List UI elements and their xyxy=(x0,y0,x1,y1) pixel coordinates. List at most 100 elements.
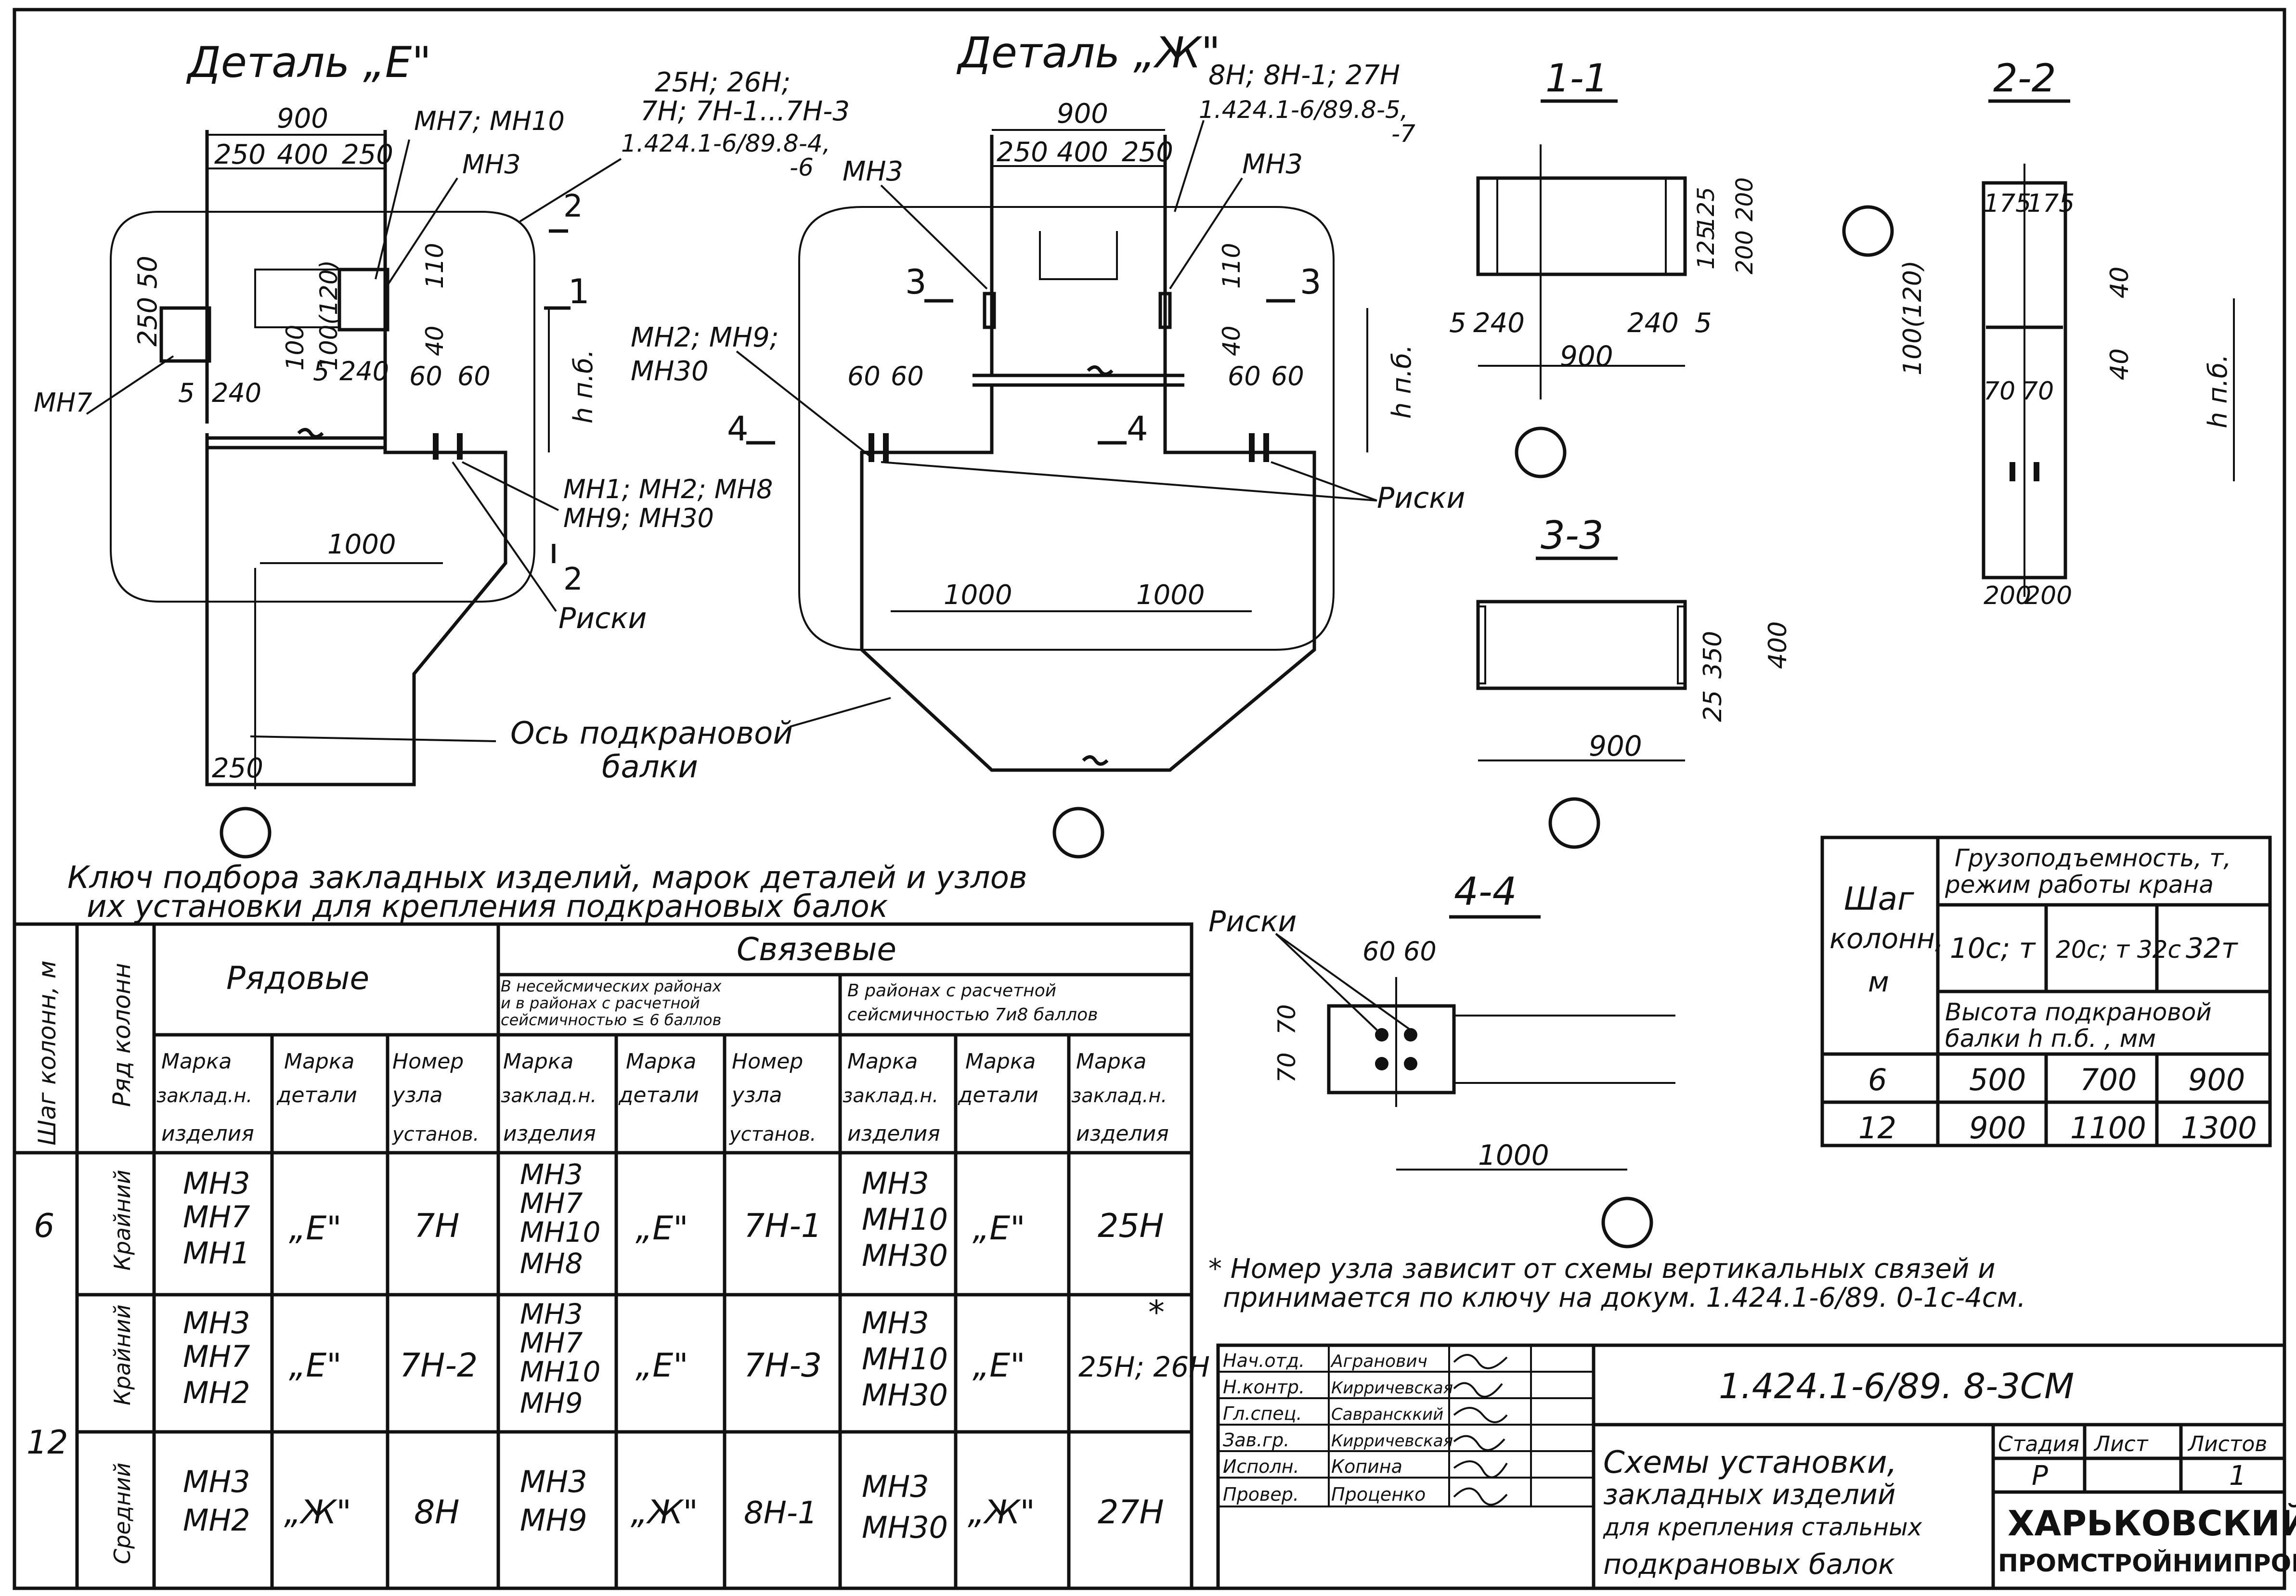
r2-bstar: * xyxy=(1148,1294,1165,1332)
key-table: Шаг колонн, м Ряд колонн Рядовые Связевы… xyxy=(13,922,1210,1590)
s44-dim-60-b: 60 xyxy=(1403,936,1437,966)
s33-dim-25: 25 xyxy=(1699,690,1727,722)
r1-ae-2: МН10 xyxy=(520,1216,600,1248)
crane-row1-v1: 500 xyxy=(1969,1062,2026,1097)
s22-dim-40-a: 40 xyxy=(2105,267,2134,298)
sh-o-emb-3: изделия xyxy=(161,1121,254,1146)
e-dim-900: 900 xyxy=(277,103,328,134)
section-2-2: 2-2 175 175 40 40 100(120) 70 70 200 200… xyxy=(1898,56,2235,610)
key-h-ordinary: Рядовые xyxy=(226,960,369,997)
s33-dim-400: 400 xyxy=(1764,621,1792,669)
crane-table: Шаг колонн, м Грузоподъемность, т, режим… xyxy=(1820,836,2272,1147)
r2-bn: 25Н; 26Н xyxy=(1078,1351,1210,1383)
sh-o-node-1: Номер xyxy=(392,1049,464,1074)
r2-bd: „Е" xyxy=(973,1347,1025,1385)
r1-oe-0: МН3 xyxy=(183,1166,250,1201)
r2-step: 12 xyxy=(26,1424,68,1462)
s11-dim-240-b: 240 xyxy=(1627,308,1679,339)
e-dim-60-b: 60 xyxy=(457,361,491,391)
s44-dim-70-a: 70 xyxy=(1273,1004,1301,1035)
crane-step-3: м xyxy=(1868,965,1889,998)
footnote-2: принимается по ключу на докум. 1.424.1-6… xyxy=(1223,1282,2026,1313)
stamp-stage-label: Стадия xyxy=(1998,1432,2079,1456)
detail-zh-title: Деталь „Ж" xyxy=(956,28,1220,77)
s44-dim-70-b: 70 xyxy=(1273,1052,1301,1083)
e-dim-50: 50 xyxy=(132,256,163,289)
stamp-name-0: Агранович xyxy=(1330,1351,1427,1371)
s22-dim-70-b: 70 xyxy=(2022,377,2054,406)
r3-ae-1: МН9 xyxy=(520,1503,587,1538)
e-dim-400: 400 xyxy=(277,139,328,170)
s33-dim-900: 900 xyxy=(1589,730,1642,762)
r1-ae-3: МН8 xyxy=(520,1247,583,1280)
e-label-mn7: МН7 xyxy=(34,387,92,418)
key-row-2: 12 Крайний МН3 МН7 МН2 „Е" 7Н-2 МН3 МН7 … xyxy=(26,1294,1210,1462)
key-h-bracing-b-2: сейсмичностью 7и8 баллов xyxy=(847,1005,1098,1025)
crane-row2-v3: 1300 xyxy=(2181,1110,2257,1146)
sh-a-node-2: узла xyxy=(731,1083,782,1107)
e-axis-circle xyxy=(220,807,272,859)
sh-a-det-1: Марка xyxy=(626,1049,696,1074)
sh-a-emb-2: заклад.н. xyxy=(501,1085,597,1107)
zh-cut-3b: 3 xyxy=(1300,262,1322,302)
s33-dim-350: 350 xyxy=(1699,631,1727,679)
e-dim-250-bot: 250 xyxy=(212,753,263,784)
s44-dim-60-a: 60 xyxy=(1362,936,1396,966)
zh-callout-2: 1.424.1-6/89.8-5, xyxy=(1199,96,1408,124)
zh-dim-400: 400 xyxy=(1057,137,1108,168)
key-h-bracing-a-3: сейсмичностью ≤ 6 баллов xyxy=(501,1011,721,1029)
zh-label-mn2-mn9: МН2; МН9; xyxy=(631,322,779,353)
r1-oe-1: МН7 xyxy=(183,1199,250,1235)
key-h-bracing-b-1: В районах с расчетной xyxy=(847,981,1056,1001)
e-dim-250-a: 250 xyxy=(214,139,266,170)
zh-label-mn30: МН30 xyxy=(631,356,709,387)
detail-zh: Деталь „Ж" 900 250 400 250 МН3 МН3 МН2; … xyxy=(250,28,1465,859)
s11-dim-5-b: 5 xyxy=(1695,308,1712,339)
s22-dim-200-b: 200 xyxy=(2024,581,2072,610)
section-3-3-title: 3-3 xyxy=(1541,513,1604,558)
r1-be-1: МН10 xyxy=(862,1202,948,1237)
sh-b-emb-1: Марка xyxy=(847,1049,918,1074)
crane-row1-v2: 700 xyxy=(2080,1062,2137,1097)
r3-ad: „Ж" xyxy=(631,1493,698,1532)
s22-dim-100-120: 100(120) xyxy=(1898,260,1927,375)
r2-be-2: МН30 xyxy=(862,1377,948,1413)
r1-ae-1: МН7 xyxy=(520,1187,583,1220)
sh-b2-emb-2: заклад.н. xyxy=(1071,1085,1167,1107)
e-dim-5-b: 5 xyxy=(313,356,329,386)
key-h-step: Шаг колонн, м xyxy=(33,961,61,1146)
r1-oe-2: МН1 xyxy=(183,1236,250,1271)
s44-dim-1000: 1000 xyxy=(1478,1139,1549,1171)
r2-ae-1: МН7 xyxy=(520,1326,583,1359)
key-h-bracing-a-2: и в районах с расчетной xyxy=(501,994,700,1012)
sh-o-det-2: детали xyxy=(276,1083,357,1107)
crane-row2-step: 12 xyxy=(1858,1110,1896,1146)
sh-b-emb-3: изделия xyxy=(847,1121,940,1146)
zh-dim-40: 40 xyxy=(1218,325,1245,356)
r1-row: Крайний xyxy=(109,1170,135,1271)
sh-b-emb-2: заклад.н. xyxy=(843,1085,938,1107)
zh-dim-60-c: 60 xyxy=(1228,361,1261,391)
r2-oe-2: МН2 xyxy=(183,1375,250,1410)
crane-row1-v3: 900 xyxy=(2188,1062,2245,1097)
r1-step: 6 xyxy=(34,1207,54,1245)
stamp-role-3: Зав.гр. xyxy=(1223,1429,1289,1451)
stamp-name-2: Саврансккий xyxy=(1331,1405,1443,1424)
e-dim-240-b: 240 xyxy=(339,356,389,386)
zh-dim-250-b: 250 xyxy=(1122,137,1173,168)
s22-dim-40-b: 40 xyxy=(2105,348,2134,380)
stamp-sheets: 1 xyxy=(2229,1460,2246,1492)
crane-step-2: колонн, xyxy=(1829,922,1944,955)
section-4-4-title: 4-4 xyxy=(1454,869,1517,914)
stamp-role-5: Провер. xyxy=(1223,1484,1299,1505)
e-mn-list-2: МН9; МН30 xyxy=(563,503,714,533)
sh-o-node-2: узла xyxy=(391,1083,443,1107)
e-label-mn7-mn10: МН7; МН10 xyxy=(414,106,565,136)
r2-on: 7Н-2 xyxy=(400,1347,478,1385)
stamp-stage: Р xyxy=(2032,1460,2048,1492)
e-dim-110: 110 xyxy=(421,243,449,289)
r1-ad: „Е" xyxy=(636,1210,688,1248)
stamp-name-1: Кирричевская xyxy=(1331,1378,1453,1398)
zh-label-mn3-left: МН3 xyxy=(843,156,903,187)
stamp-role-0: Нач.отд. xyxy=(1223,1350,1305,1371)
